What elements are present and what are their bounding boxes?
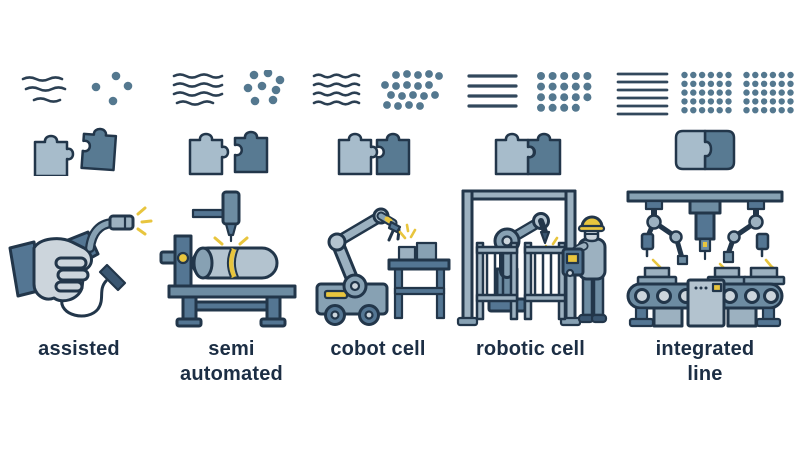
operator-worker <box>561 215 607 324</box>
abstraction-icons <box>21 70 137 130</box>
scattered-dots-icon <box>89 70 137 110</box>
gloved-hand <box>32 237 93 303</box>
puzzle-connecting-icon <box>337 124 419 176</box>
puzzle-approaching-icon <box>188 124 276 176</box>
wavy-lines-icon <box>172 70 224 112</box>
center-welding-head <box>688 199 722 261</box>
stage-label: semi automated <box>180 338 283 385</box>
abstraction-icons <box>466 70 595 130</box>
line-supports <box>628 306 782 328</box>
stage-label: robotic cell <box>475 338 586 360</box>
dot-grid-icon <box>680 70 732 116</box>
robotic-cell-illustration <box>451 178 611 328</box>
cylinder-workpiece <box>191 246 278 280</box>
integrated-line-illustration <box>620 178 790 328</box>
machine-bench <box>167 284 296 328</box>
puzzle-merged-icon <box>673 124 737 176</box>
stage-assisted: assisted <box>0 70 158 450</box>
straight-lines-icon <box>616 70 670 118</box>
safety-fence-left <box>475 241 518 321</box>
puzzle-separated-icon <box>31 124 127 176</box>
stage-label: assisted <box>38 338 120 360</box>
torch-cable <box>60 263 127 318</box>
stage-label: cobot cell <box>330 338 426 360</box>
straight-lines-icon <box>466 70 519 112</box>
lathe-machine-illustration <box>157 178 307 328</box>
dot-grid-icon <box>378 70 444 112</box>
puzzle-joined-icon <box>492 124 570 176</box>
manual-welding-torch-illustration <box>4 178 154 328</box>
stage-robotic-cell: robotic cell <box>451 70 610 450</box>
control-cabinet <box>686 278 726 328</box>
wavy-lines-icon <box>312 70 362 112</box>
abstraction-icons <box>172 68 292 130</box>
left-gantry-robot <box>640 199 689 266</box>
abstraction-icons <box>616 70 794 130</box>
stage-label: integrated line <box>655 338 755 385</box>
stage-cobot-cell: cobot cell <box>305 70 451 450</box>
stage-semi-automated: semi automated <box>157 68 307 450</box>
wavy-lines-icon <box>21 70 73 108</box>
work-table <box>387 241 451 320</box>
cobot-arm <box>327 207 402 299</box>
dot-grid-icon <box>535 70 595 116</box>
scattered-dots-icon <box>240 68 292 114</box>
weld-sparks-icon <box>136 206 153 236</box>
cobot-arm-illustration <box>303 178 453 328</box>
fixed-welding-torch <box>191 190 240 243</box>
headstock <box>159 234 192 290</box>
weld-sparks-icon <box>398 223 417 240</box>
dot-grid-icon <box>742 70 794 116</box>
abstraction-icons <box>312 70 444 130</box>
right-gantry-robot <box>722 199 770 264</box>
stage-integrated-line: integrated line <box>610 70 800 450</box>
torch-neck-and-nozzle <box>85 214 135 253</box>
safety-fence-right <box>523 241 566 321</box>
